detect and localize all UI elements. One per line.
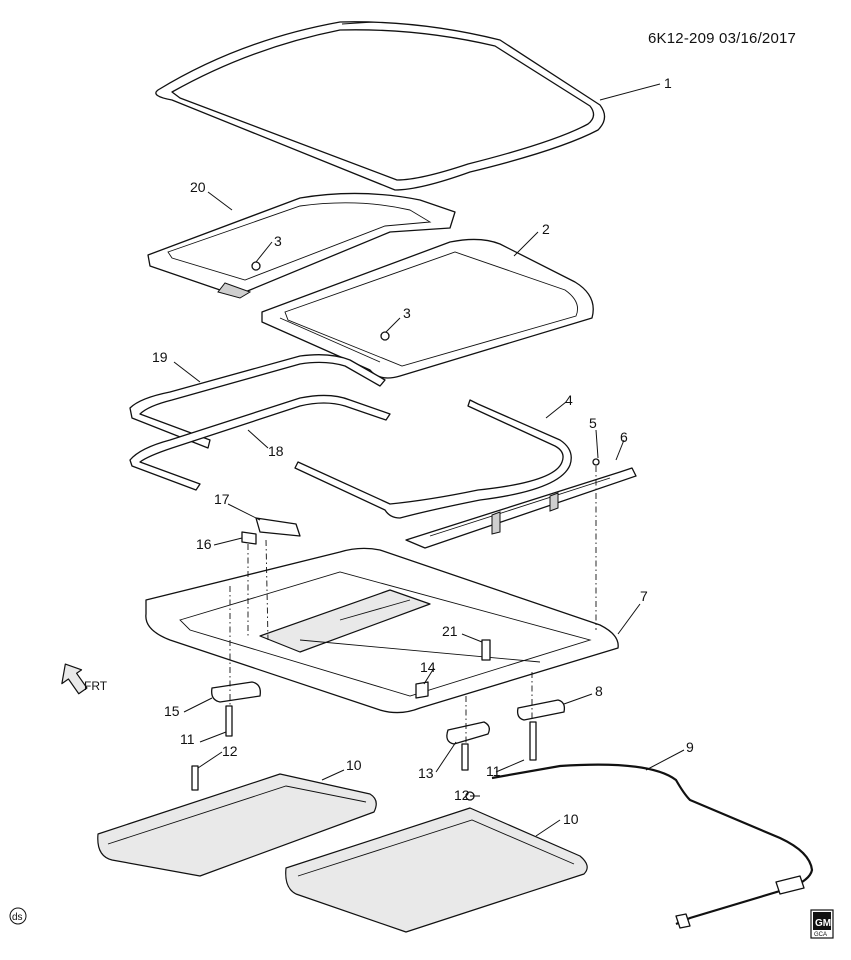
callout-3a: 3 (274, 233, 282, 249)
part-17-bracket (255, 517, 301, 537)
callout-18: 18 (268, 443, 284, 459)
part-11-bolt-right (529, 721, 537, 761)
callout-21: 21 (442, 623, 458, 639)
diagram-header: 6K12-209 03/16/2017 (648, 30, 796, 47)
part-11-bolt-center (461, 743, 469, 771)
part-6-rail (405, 467, 637, 549)
callout-1: 1 (664, 75, 672, 91)
front-orientation-marker: FRT (61, 663, 108, 695)
ds-corner-mark: ds (9, 907, 27, 925)
callout-11a: 11 (180, 731, 195, 747)
part-13-bracket (446, 721, 490, 745)
callout-2: 2 (542, 221, 550, 237)
part-9-drain-tube (491, 763, 814, 929)
part-12-screw-left (191, 765, 199, 791)
callout-11b: 11 (486, 763, 501, 779)
callout-10b: 10 (563, 811, 579, 827)
callout-19: 19 (152, 349, 168, 365)
gm-logo-text: GM (815, 918, 831, 929)
part-16-clip (241, 531, 257, 545)
callout-4: 4 (565, 392, 573, 408)
gm-logo-subtext: GCA (814, 932, 827, 938)
callout-12a: 12 (222, 743, 238, 759)
gm-logo: GM GCA (810, 909, 834, 939)
part-1-glass-panel (155, 21, 606, 191)
callout-9: 9 (686, 739, 694, 755)
callout-6: 6 (620, 429, 628, 445)
frt-label: FRT (84, 679, 108, 693)
callout-3b: 3 (403, 305, 411, 321)
callout-5: 5 (589, 415, 597, 431)
part-19-seal (129, 354, 386, 449)
part-3-nut-lower (380, 331, 390, 341)
part-8-motor (516, 699, 566, 721)
callout-15: 15 (164, 703, 180, 719)
part-15-motor (211, 681, 261, 703)
callout-13: 13 (418, 765, 434, 781)
callout-20: 20 (190, 179, 206, 195)
part-11-bolt-left (225, 705, 233, 737)
part-14-clip (415, 681, 429, 699)
part-10-sunshade-rear (285, 807, 588, 933)
part-3-nut-upper (251, 261, 261, 271)
part-4-seal (294, 399, 572, 519)
callout-14: 14 (420, 659, 436, 675)
ds-label: ds (12, 912, 23, 923)
part-21-bolt (481, 639, 491, 661)
part-18-seal (129, 394, 391, 491)
part-10-sunshade-front (97, 773, 377, 877)
part-20-front-frame (147, 192, 456, 299)
part-7-sunroof-housing (145, 547, 619, 714)
callout-17: 17 (214, 491, 230, 507)
callout-16: 16 (196, 536, 212, 552)
callout-10a: 10 (346, 757, 362, 773)
callout-7: 7 (640, 588, 648, 604)
diagram-date: 03/16/2017 (719, 30, 797, 47)
callout-labels: 1 20 3 2 3 19 18 4 5 6 17 16 7 21 14 8 1… (152, 75, 694, 827)
callout-8: 8 (595, 683, 603, 699)
callout-12b: 12 (454, 787, 470, 803)
diagram-code: 6K12-209 (648, 30, 715, 47)
part-5-bolt (592, 458, 600, 466)
